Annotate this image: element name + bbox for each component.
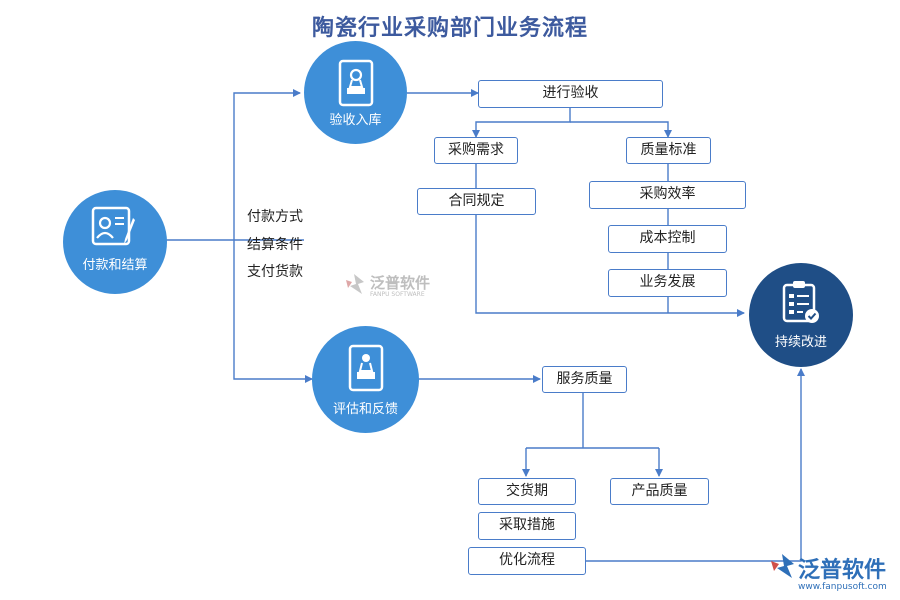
side-label-payment-method: 付款方式 xyxy=(247,209,303,225)
arrow-optimize-improve xyxy=(586,368,805,562)
box-optimize: 优化流程 xyxy=(468,547,586,575)
brand-name: 泛普软件 xyxy=(798,558,887,583)
node-evaluation-label: 评估和反馈 xyxy=(332,402,398,417)
box-cost: 成本控制 xyxy=(608,225,727,253)
stamp-document-icon xyxy=(338,59,373,107)
box-demand: 采购需求 xyxy=(434,137,518,164)
box-product: 产品质量 xyxy=(610,478,709,505)
arrow-to-evaluation xyxy=(233,240,313,383)
box-efficiency: 采购效率 xyxy=(589,181,746,209)
fanpu-logo-icon xyxy=(346,274,364,294)
box-measures: 采取措施 xyxy=(478,512,576,540)
watermark-name: 泛普软件 xyxy=(370,274,431,292)
box-quality-std: 质量标准 xyxy=(626,137,711,164)
node-payment-label: 付款和结算 xyxy=(82,258,148,273)
node-improve: 持续改进 xyxy=(749,263,853,367)
box-contract: 合同规定 xyxy=(417,188,536,215)
arrow-to-improve xyxy=(475,215,745,317)
watermark-sub: FANPU SOFTWARE xyxy=(370,291,425,298)
contract-person-icon xyxy=(91,206,135,246)
watermark: 泛普软件 FANPU SOFTWARE xyxy=(342,272,430,300)
page-title: 陶瓷行业采购部门业务流程 xyxy=(311,15,588,41)
box-growth: 业务发展 xyxy=(608,269,727,297)
stamp-document-icon xyxy=(348,344,383,392)
node-acceptance-label: 验收入库 xyxy=(329,113,382,128)
arrow-to-demand xyxy=(472,107,571,138)
fanpu-logo-icon xyxy=(771,554,794,578)
node-improve-label: 持续改进 xyxy=(774,335,827,350)
box-delivery: 交货期 xyxy=(478,478,576,505)
node-payment: 付款和结算 xyxy=(63,190,167,294)
arrow-to-quality-std xyxy=(570,121,672,138)
node-evaluation: 评估和反馈 xyxy=(312,326,419,433)
arrow-to-acceptance xyxy=(233,89,301,240)
brand-logo: 泛普软件 www.fanpusoft.com xyxy=(768,552,887,592)
box-inspect: 进行验收 xyxy=(478,80,663,108)
box-service: 服务质量 xyxy=(542,366,627,393)
checklist-icon xyxy=(782,281,819,323)
node-acceptance: 验收入库 xyxy=(304,41,407,144)
brand-url: www.fanpusoft.com xyxy=(798,582,887,592)
side-label-settlement-terms: 结算条件 xyxy=(247,237,303,253)
side-label-pay-goods: 支付货款 xyxy=(247,264,303,280)
